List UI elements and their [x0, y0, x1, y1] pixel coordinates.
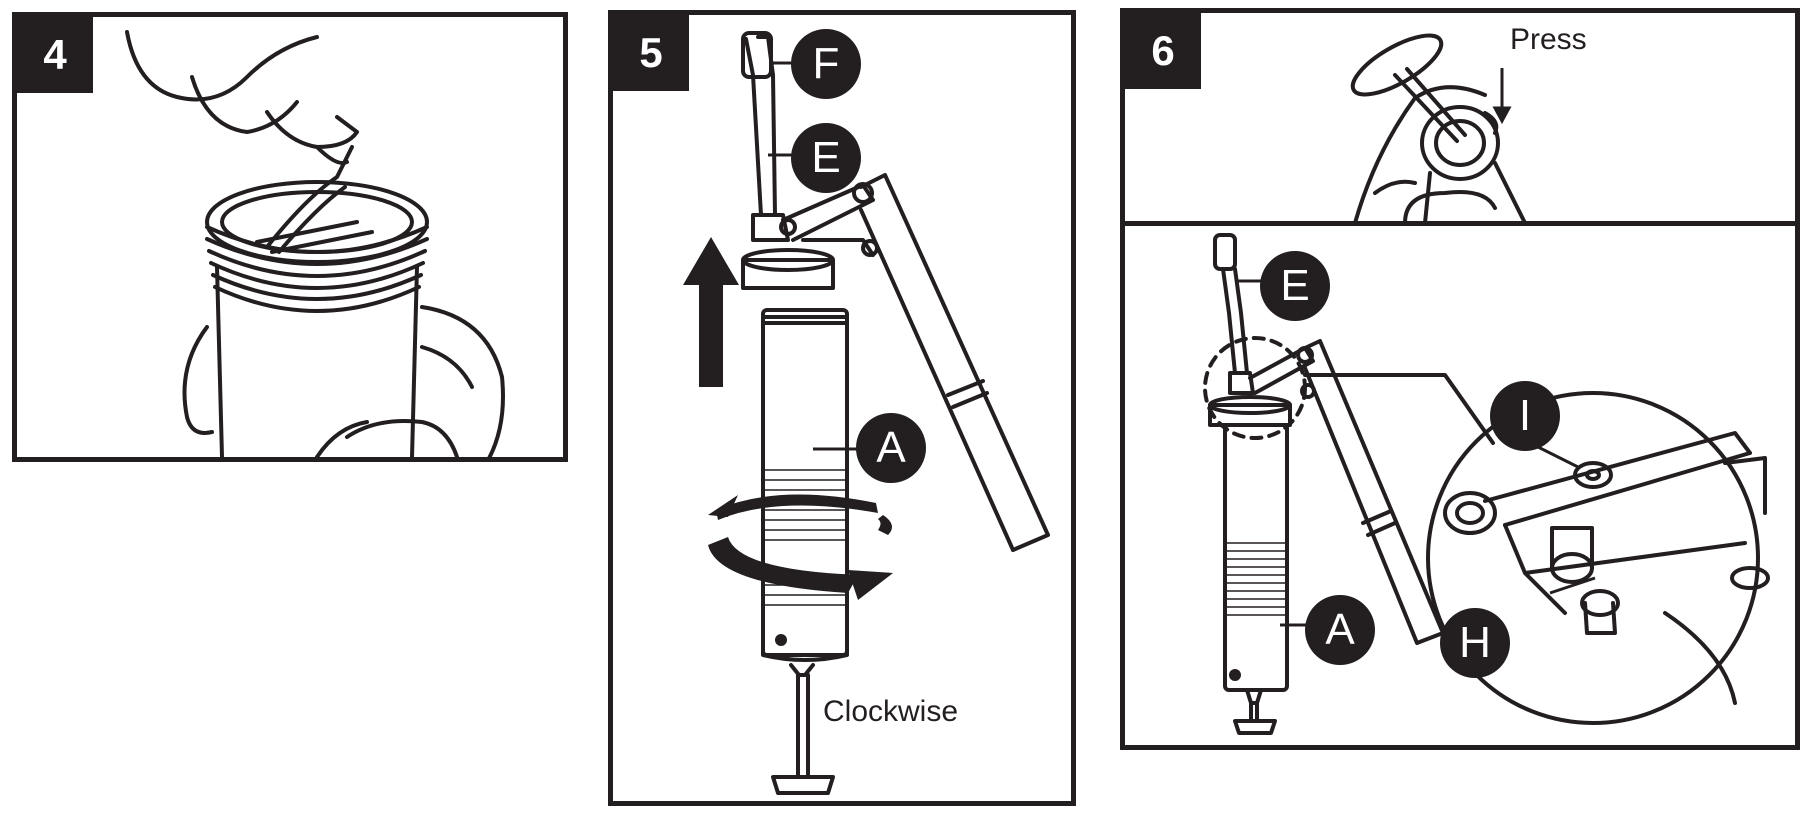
callout-E: E [1260, 251, 1330, 321]
press-plunger-illustration [1350, 33, 1527, 223]
panel-step-4: 4 [12, 12, 568, 462]
panel-step-5: 5 [608, 10, 1076, 806]
callout-F: F [791, 29, 861, 99]
rotate-arrows-icon [708, 494, 893, 600]
callout-E: E [791, 123, 861, 193]
label-press: Press [1510, 23, 1587, 56]
callout-H: H [1440, 608, 1510, 678]
panel-step-6: 6 Press [1120, 8, 1800, 750]
step-number-5: 5 [613, 15, 689, 91]
callout-A: A [1305, 595, 1375, 665]
callout-A: A [856, 413, 926, 483]
up-arrow-icon [683, 237, 739, 387]
callout-I: I [1490, 381, 1560, 451]
step-number-6: 6 [1125, 13, 1201, 89]
panel-divider [1125, 221, 1795, 226]
label-clockwise: Clockwise [823, 695, 959, 728]
cartridge-with-hand-illustration [125, 30, 505, 457]
step-number-4: 4 [17, 17, 93, 93]
